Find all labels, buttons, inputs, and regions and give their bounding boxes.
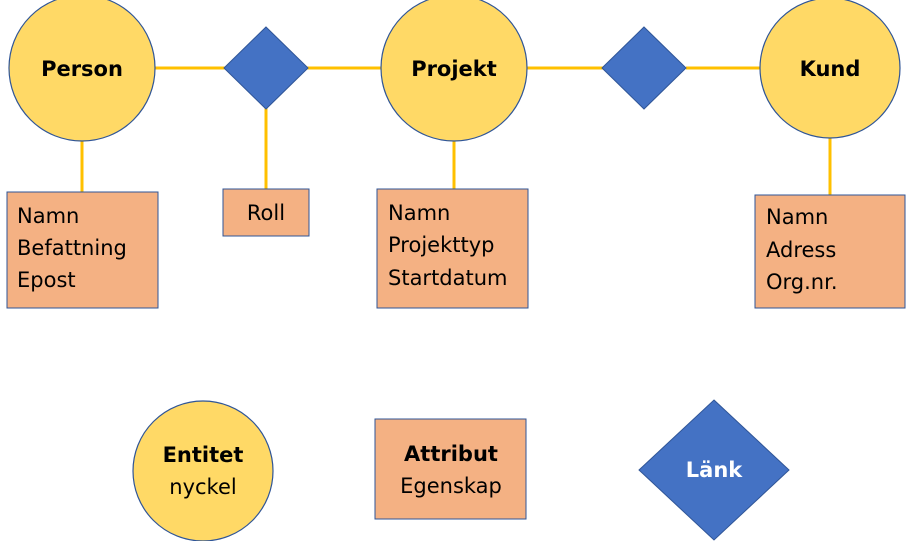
entity-projekt: Projekt: [380, 0, 528, 142]
attribute-projekt-2: Startdatum: [388, 266, 508, 290]
attribute-box-roll: Roll: [222, 188, 310, 237]
attribute-projekt-1: Projekttyp: [388, 233, 494, 257]
connectors: [80, 66, 832, 195]
legend-entity-title: Entitet: [163, 443, 244, 467]
attribute-projekt-0: Namn: [388, 201, 450, 225]
link-diamond-projekt-kund: [601, 26, 687, 110]
legend-link-label: Länk: [686, 458, 744, 482]
attribute-person-1: Befattning: [17, 236, 127, 260]
attribute-person-0: Namn: [17, 204, 79, 228]
attribute-box-person: Namn Befattning Epost: [6, 191, 159, 309]
attribute-person-2: Epost: [17, 268, 76, 292]
legend-attribute-title: Attribut: [404, 442, 498, 466]
legend-entity: Entitet nyckel: [132, 400, 274, 541]
entity-person-label: Person: [41, 57, 123, 81]
attribute-box-kund: Namn Adress Org.nr.: [754, 194, 906, 309]
entity-kund: Kund: [759, 0, 901, 139]
legend-attribute: Attribut Egenskap: [374, 418, 527, 520]
attribute-kund-0: Namn: [766, 205, 828, 229]
attribute-kund-1: Adress: [766, 238, 836, 262]
attribute-roll-0: Roll: [247, 201, 285, 225]
entity-person: Person: [8, 0, 156, 142]
attribute-box-projekt: Namn Projekttyp Startdatum: [376, 188, 529, 309]
legend-attribute-sub: Egenskap: [400, 474, 502, 498]
entity-projekt-label: Projekt: [411, 57, 497, 81]
link-diamond-person-projekt: [223, 26, 309, 110]
legend-link: Länk: [638, 399, 790, 541]
legend-entity-sub: nyckel: [169, 475, 236, 499]
attribute-kund-2: Org.nr.: [766, 270, 838, 294]
entity-kund-label: Kund: [800, 57, 861, 81]
